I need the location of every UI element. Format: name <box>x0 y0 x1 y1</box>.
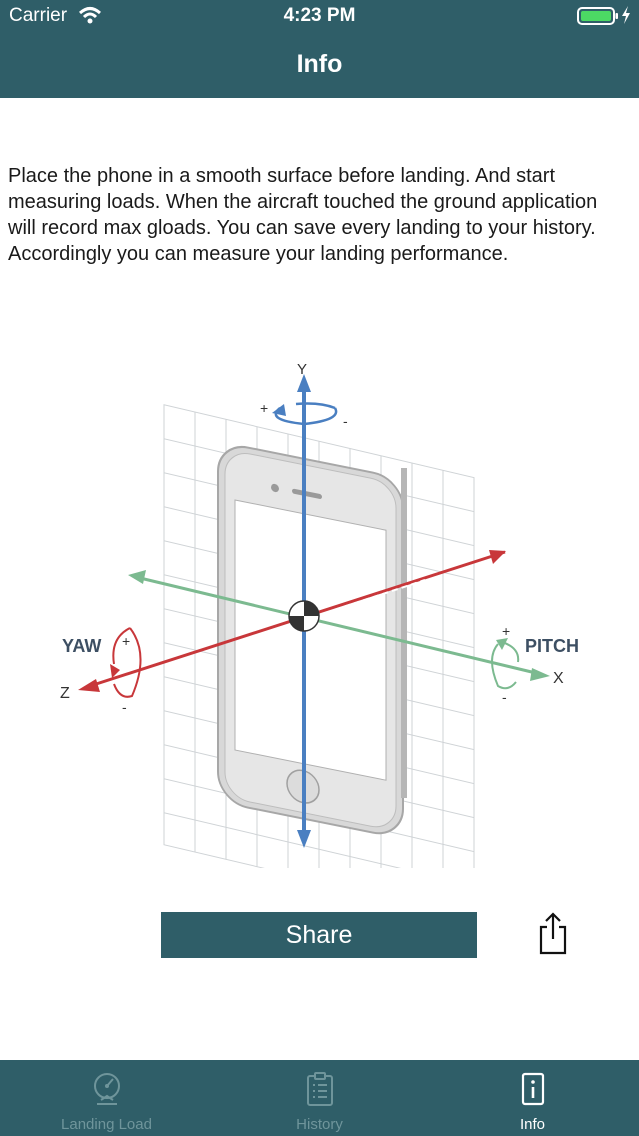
gauge-icon <box>94 1073 120 1105</box>
y-axis-arrow-bottom <box>297 830 311 848</box>
tab-landing-load[interactable]: Landing Load <box>0 1060 213 1136</box>
z-axis-arrow-end <box>489 550 506 564</box>
z-axis-label: Z <box>60 685 70 702</box>
wifi-icon <box>78 7 102 24</box>
y-plus-label: + <box>260 400 268 416</box>
device-axes-diagram: Y X Z YAW PITCH + - + - + - <box>60 361 579 868</box>
share-button[interactable]: Share <box>161 912 477 958</box>
pitch-label: PITCH <box>525 636 579 656</box>
x-axis-label: X <box>553 670 564 687</box>
y-minus-label: - <box>343 413 348 429</box>
pitch-plus-label: + <box>502 623 510 639</box>
tab-bar: Landing Load History Info <box>0 1060 639 1136</box>
pitch-minus-label: - <box>502 689 507 705</box>
charging-bolt-icon <box>622 6 630 24</box>
tab-label-history: History <box>296 1116 343 1133</box>
info-description: Place the phone in a smooth surface befo… <box>8 165 598 265</box>
info-icon <box>521 1072 545 1106</box>
tab-label-info: Info <box>519 1116 546 1133</box>
status-bar: Carrier 4:23 PM <box>0 0 639 34</box>
y-axis-label: Y <box>297 361 307 378</box>
tab-info[interactable]: Info <box>426 1060 639 1136</box>
y-axis-arrow-top <box>297 374 311 392</box>
yaw-label: YAW <box>62 636 101 656</box>
clipboard-icon <box>307 1072 333 1106</box>
tab-label-landing-load: Landing Load <box>61 1116 152 1133</box>
x-axis <box>139 576 541 676</box>
page-title: Info <box>296 50 343 78</box>
pitch-rotation-arc <box>491 643 517 690</box>
carrier-label: Carrier <box>9 5 68 26</box>
navigation-bar: Carrier 4:23 PM Info <box>0 0 639 98</box>
status-time: 4:23 PM <box>283 5 356 26</box>
z-axis-arrow-start <box>78 679 100 692</box>
share-icon[interactable] <box>536 911 570 955</box>
yaw-minus-label: - <box>122 699 127 715</box>
battery-icon <box>577 7 618 25</box>
phone-illustration <box>217 445 404 835</box>
x-axis-arrow-end <box>530 668 550 681</box>
yaw-plus-label: + <box>122 633 130 649</box>
tab-history[interactable]: History <box>213 1060 426 1136</box>
y-rotation-arc <box>274 407 338 426</box>
yaw-rotation-arc <box>113 627 142 698</box>
x-axis-arrow-start <box>128 570 146 584</box>
